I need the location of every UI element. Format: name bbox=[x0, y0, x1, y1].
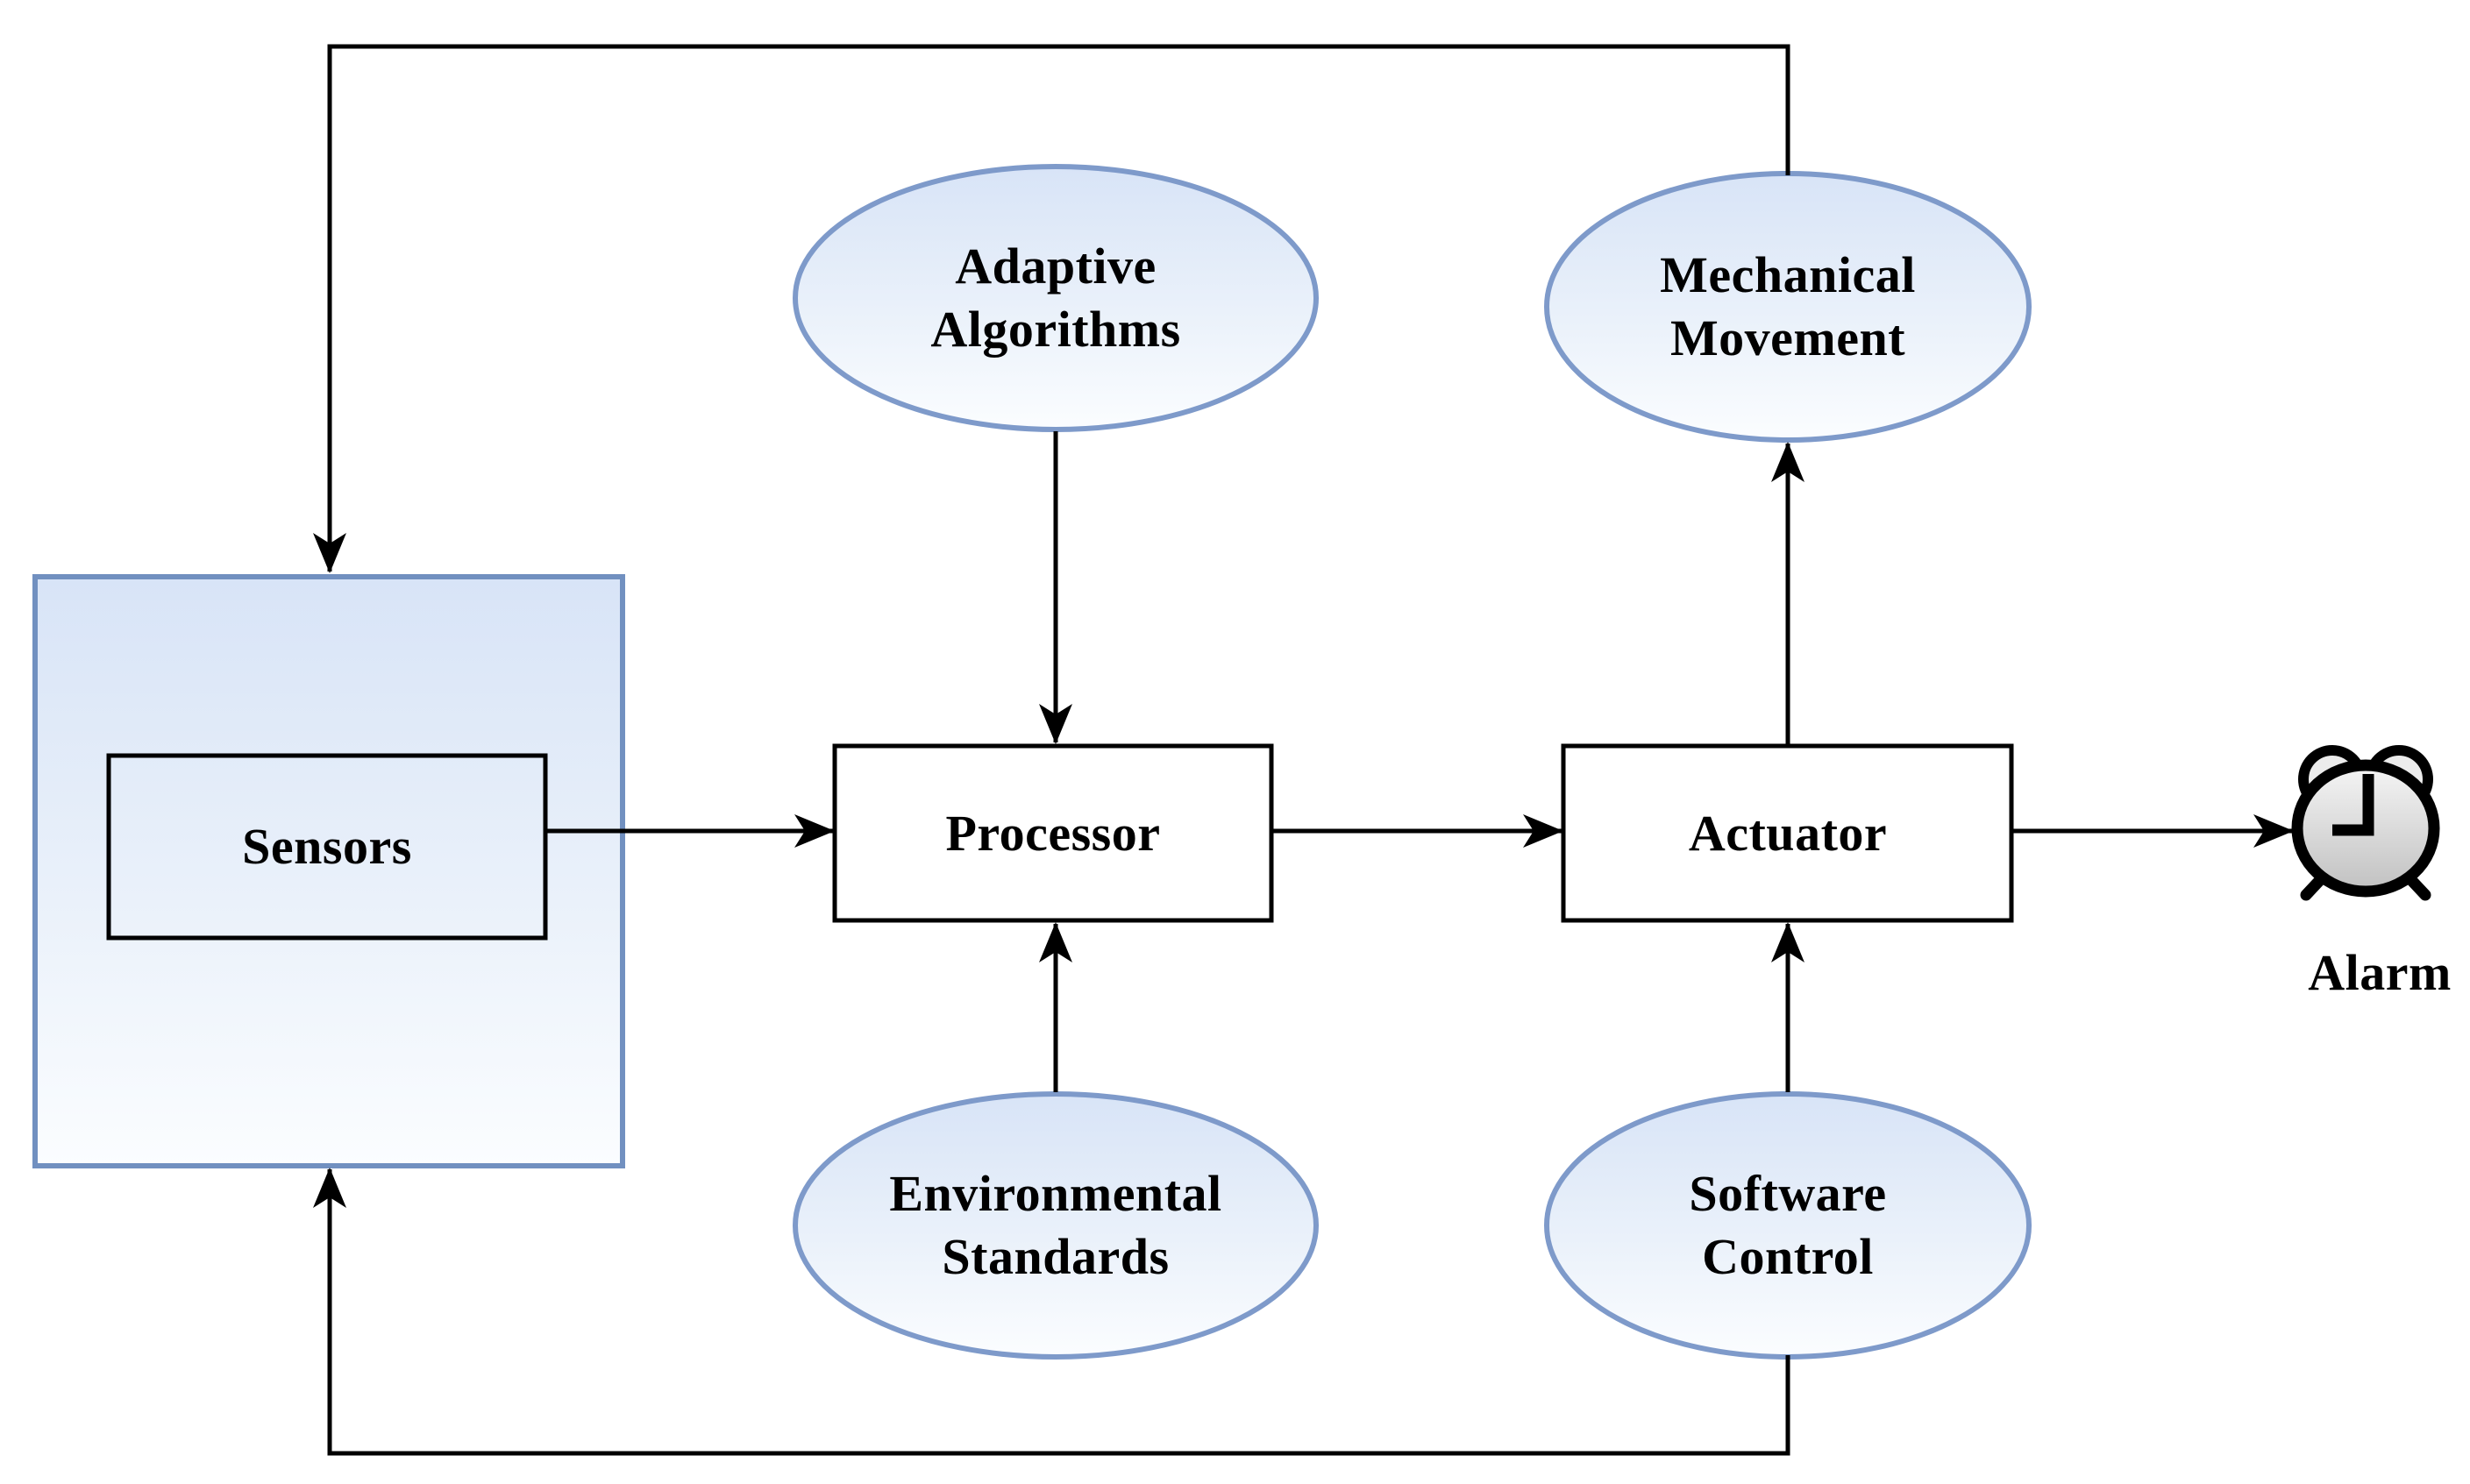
alarm-clock-hands bbox=[2332, 774, 2374, 836]
adaptive-algorithms-label: Adaptive Algorithms bbox=[930, 235, 1180, 361]
alarm-label: Alarm bbox=[2308, 944, 2452, 1001]
mechanical-movement-label: Mechanical Movement bbox=[1660, 244, 1916, 370]
software-control-label: Software Control bbox=[1689, 1162, 1886, 1289]
software-control-line1: Software bbox=[1689, 1165, 1887, 1222]
environmental-standards-label: Environmental Standards bbox=[889, 1162, 1221, 1289]
mechanical-movement-line1: Mechanical bbox=[1660, 246, 1916, 303]
environmental-standards-ellipse bbox=[793, 1091, 1319, 1360]
edge-lines bbox=[313, 44, 2294, 1456]
processor-box bbox=[832, 743, 1274, 923]
feedback-arrow-top bbox=[313, 44, 1790, 573]
actuator-box bbox=[1561, 743, 2014, 923]
environmental-standards-line1: Environmental bbox=[889, 1165, 1222, 1222]
adaptive-algorithms-line1: Adaptive bbox=[955, 238, 1157, 295]
adaptive-algorithms-line2: Algorithms bbox=[930, 301, 1181, 358]
sensors-label: Sensors bbox=[242, 818, 412, 875]
environmental-standards-line2: Standards bbox=[942, 1228, 1170, 1285]
mechanical-movement-line2: Movement bbox=[1669, 309, 1906, 366]
sensors-box bbox=[106, 753, 548, 941]
alarm-clock-icon bbox=[2291, 745, 2440, 901]
feedback-arrow-bottom bbox=[313, 1168, 1790, 1456]
processor-label: Processor bbox=[945, 805, 1161, 862]
sensors-panel bbox=[32, 574, 625, 1168]
software-control-line2: Control bbox=[1702, 1228, 1874, 1285]
adaptive-algorithms-ellipse bbox=[793, 164, 1319, 432]
actuator-label: Actuator bbox=[1688, 805, 1888, 862]
